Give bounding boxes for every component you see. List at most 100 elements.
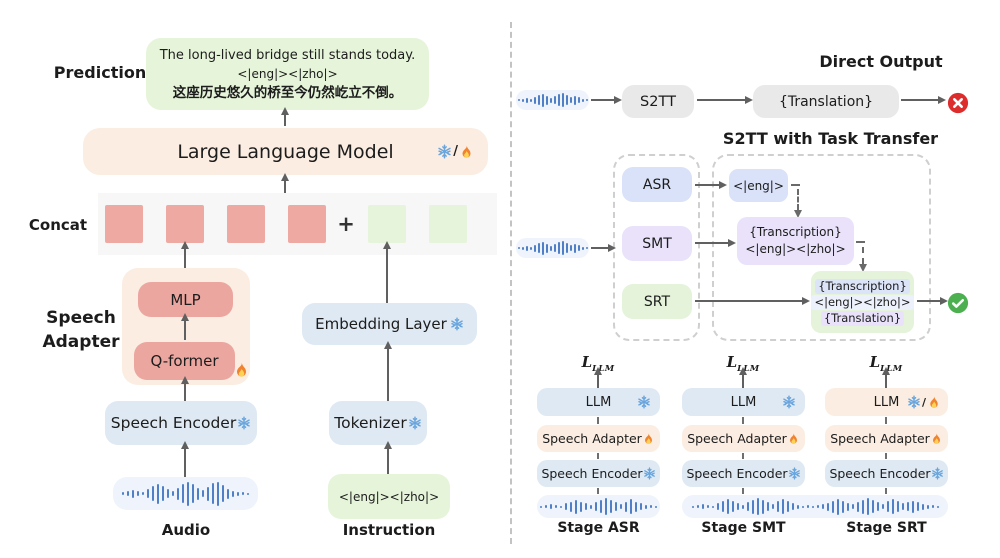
waveform-bar bbox=[741, 504, 744, 509]
waveform-bar bbox=[655, 505, 657, 508]
waveform-bar bbox=[187, 481, 189, 506]
waveform-bar bbox=[557, 242, 560, 254]
stage-llm-label: LLM bbox=[585, 394, 612, 410]
slash-separator: / bbox=[921, 395, 926, 409]
eng-token-box: <|eng|> bbox=[729, 169, 788, 202]
speech-encoder-box: Speech Encoder bbox=[105, 401, 257, 445]
instruction-box: <|eng|><|zho|> bbox=[328, 474, 450, 519]
waveform-bar bbox=[222, 485, 224, 502]
waveform-bar bbox=[640, 503, 642, 510]
stage-encoder-label: Speech Encoder bbox=[541, 466, 643, 481]
stage-adapter-box: Speech Adapter bbox=[682, 425, 805, 452]
waveform-bar bbox=[550, 504, 552, 509]
waveform-bar bbox=[911, 500, 914, 513]
waveform-bar bbox=[585, 247, 588, 249]
speech-encoder-label: Speech Encoder bbox=[110, 414, 237, 432]
prediction-chinese: 这座历史悠久的桥至今仍然屹立不倒。 bbox=[172, 84, 403, 101]
waveform-bar bbox=[731, 501, 734, 512]
waveform-bar bbox=[142, 492, 144, 495]
plus-sign: + bbox=[337, 212, 355, 236]
eng-token: <|eng|> bbox=[733, 178, 784, 193]
stage-encoder-box: Speech Encoder bbox=[825, 460, 948, 487]
waveform-bar bbox=[801, 505, 804, 508]
stage-llm-box: LLM bbox=[537, 388, 660, 416]
waveform-bar bbox=[525, 245, 528, 251]
waveform-bar bbox=[182, 484, 184, 503]
stage-encoder-box: Speech Encoder bbox=[682, 460, 805, 487]
waveform-bar bbox=[192, 484, 194, 503]
text-token-square bbox=[368, 205, 406, 243]
waveform-bar bbox=[881, 504, 884, 509]
waveform-bar bbox=[615, 502, 617, 511]
stage-waveform-long bbox=[682, 495, 948, 518]
waveform-bar bbox=[791, 503, 794, 510]
waveform-bar bbox=[605, 498, 607, 515]
loss-label: LLLM bbox=[858, 353, 914, 374]
instruction-label: Instruction bbox=[342, 521, 436, 539]
waveform-bar bbox=[529, 98, 532, 102]
connector bbox=[742, 417, 744, 424]
waveform-bar bbox=[177, 487, 179, 500]
waveform-bar bbox=[751, 499, 754, 514]
waveform-bar bbox=[595, 502, 597, 511]
waveform-bar bbox=[816, 505, 819, 508]
translation-label: {Translation} bbox=[778, 93, 874, 110]
waveform-bar bbox=[896, 501, 899, 512]
s2tt-label: S2TT bbox=[640, 93, 676, 110]
arrow-embedding-to-concat bbox=[383, 241, 391, 303]
waveform-bar bbox=[821, 504, 824, 509]
llm-flags: / bbox=[437, 144, 474, 159]
concat-label: Concat bbox=[28, 216, 88, 234]
speech-waveform bbox=[516, 238, 589, 258]
speech-adapter-label: Speech Adapter bbox=[42, 308, 120, 352]
fire-icon bbox=[930, 395, 938, 408]
waveform-bar bbox=[761, 499, 764, 514]
s2tt-box: S2TT bbox=[622, 85, 694, 118]
waveform-bar bbox=[573, 95, 576, 105]
loss-sub: LLM bbox=[737, 364, 760, 374]
loss-main: L bbox=[581, 353, 593, 371]
connector bbox=[597, 453, 599, 459]
stage-encoder-box: Speech Encoder bbox=[537, 460, 660, 487]
srt-output-line3: {Translation} bbox=[820, 310, 905, 326]
dashed-arrow-eng-to-smtout bbox=[794, 189, 802, 218]
loss-sub: LLM bbox=[592, 364, 615, 374]
waveform-bar bbox=[569, 97, 572, 103]
waveform-bar bbox=[585, 99, 588, 101]
waveform-bar bbox=[916, 502, 919, 511]
waveform-bar bbox=[541, 241, 544, 255]
snowflake-icon bbox=[638, 395, 650, 409]
elbow-dash-2 bbox=[856, 241, 865, 243]
snowflake-icon bbox=[908, 395, 920, 409]
prediction-box: The long-lived bridge still stands today… bbox=[146, 38, 429, 110]
waveform-bar bbox=[650, 505, 652, 508]
stage-adapter-box: Speech Adapter bbox=[537, 425, 660, 452]
smt-label: SMT bbox=[642, 235, 672, 252]
panel-divider bbox=[510, 22, 512, 544]
waveform-bar bbox=[580, 501, 582, 512]
waveform-bar bbox=[585, 503, 587, 510]
prediction-tokens: <|eng|><|zho|> bbox=[237, 66, 338, 81]
waveform-bar bbox=[162, 486, 164, 501]
waveform-bar bbox=[565, 243, 568, 253]
waveform-bar bbox=[561, 93, 564, 107]
stage-adapter-label: Speech Adapter bbox=[542, 431, 642, 446]
stage-label: Stage SRT bbox=[846, 520, 927, 536]
cross-icon bbox=[947, 92, 969, 114]
waveform-bar bbox=[866, 498, 869, 515]
connector bbox=[885, 417, 887, 424]
embedding-layer-label: Embedding Layer bbox=[315, 315, 447, 333]
waveform-bar bbox=[620, 504, 622, 509]
waveform-bar bbox=[856, 501, 859, 512]
waveform-bar bbox=[555, 505, 557, 508]
connector bbox=[742, 453, 744, 459]
connector bbox=[885, 488, 887, 494]
srt-output-line1: {Transcription} bbox=[815, 278, 910, 294]
waveform-bar bbox=[533, 244, 536, 252]
waveform-bar bbox=[247, 492, 249, 495]
llm-label: Large Language Model bbox=[177, 140, 394, 163]
waveform-bar bbox=[581, 246, 584, 250]
waveform-bar bbox=[541, 93, 544, 107]
waveform-bar bbox=[600, 500, 602, 513]
waveform-bar bbox=[625, 501, 627, 512]
